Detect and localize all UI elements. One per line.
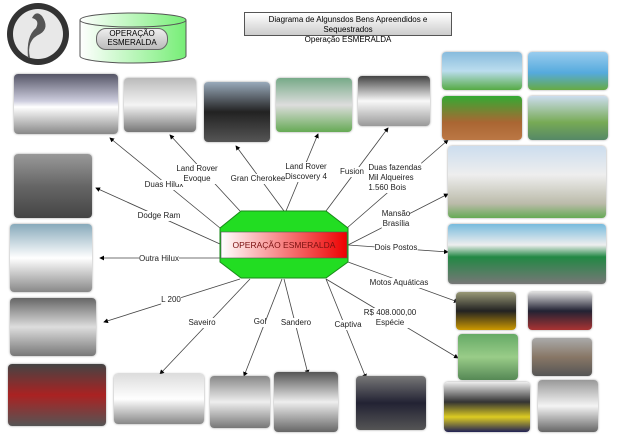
drum-label: OPERAÇÃO ESMERALDA	[96, 28, 168, 50]
label-saveiro: Saveiro	[188, 318, 216, 328]
photo-fazenda-3	[442, 96, 522, 140]
photo-gran-cherokee	[204, 82, 270, 142]
label-outra-hilux: Outra Hilux	[138, 254, 180, 264]
photo-moto-aquatica-2	[528, 292, 592, 330]
photo-dodge-ram	[14, 154, 92, 218]
photo-discovery	[276, 78, 352, 132]
cobra-seal-logo	[7, 3, 69, 65]
drum-label-line1: OPERAÇÃO	[109, 29, 155, 38]
title-line2: Operação ESMERALDA	[304, 35, 392, 44]
photo-gol	[210, 376, 270, 428]
photo-dinheiro-1	[458, 334, 518, 380]
photo-peugeot	[538, 380, 598, 432]
title-line1: Diagrama de Algunsdos Bens Apreendidos e…	[268, 15, 428, 34]
hub-label: OPERAÇÃO ESMERALDA	[232, 240, 336, 250]
connector-gol	[243, 278, 283, 377]
hub-band	[220, 231, 348, 259]
photo-mansao-brasilia	[448, 146, 606, 218]
photo-outra-hilux	[10, 224, 92, 292]
label-especie: R$ 408.000,00 Espécie	[363, 308, 417, 328]
photo-dinheiro-2	[532, 338, 592, 376]
label-dois-postos: Dois Postos	[374, 243, 418, 253]
photo-motos	[444, 382, 530, 432]
photo-sandero	[274, 372, 338, 432]
label-sandero: Sandero	[280, 318, 312, 328]
label-mansao: Mansão Brasília	[381, 209, 411, 229]
photo-captiva	[356, 376, 426, 430]
label-evoque: Land Rover Evoque	[176, 164, 218, 184]
label-discovery: Land Rover Discovery 4	[285, 162, 327, 182]
label-gol: Gol	[253, 317, 267, 327]
photo-l200	[10, 298, 96, 356]
photo-dois-postos	[448, 224, 606, 284]
label-dodge-ram: Dodge Ram	[137, 211, 181, 221]
photo-saveiro	[114, 374, 204, 424]
photo-evoque	[124, 78, 196, 132]
label-l200: L 200	[161, 295, 181, 305]
photo-fazenda-1	[442, 52, 522, 90]
photo-fusion	[358, 76, 430, 126]
label-gran-cherokee: Gran Cherokee	[230, 174, 286, 184]
diagram-title: Diagrama de Algunsdos Bens Apreendidos e…	[244, 12, 452, 44]
label-fusion: Fusion	[339, 167, 365, 177]
photo-car-red	[8, 364, 106, 426]
photo-fazenda-4	[528, 96, 608, 140]
label-duas-hilux: Duas Hilux	[144, 180, 184, 190]
photo-moto-aquatica-1	[456, 292, 516, 330]
label-captiva: Captiva	[334, 320, 362, 330]
drum-label-line2: ESMERALDA	[107, 38, 157, 47]
photo-fazenda-2	[528, 52, 608, 90]
photo-duas-hilux	[14, 74, 118, 134]
label-fazendas: Duas fazendas Mil Alqueires 1.560 Bois	[368, 163, 422, 193]
label-motos-aquaticas: Motos Aquáticas	[369, 278, 429, 288]
